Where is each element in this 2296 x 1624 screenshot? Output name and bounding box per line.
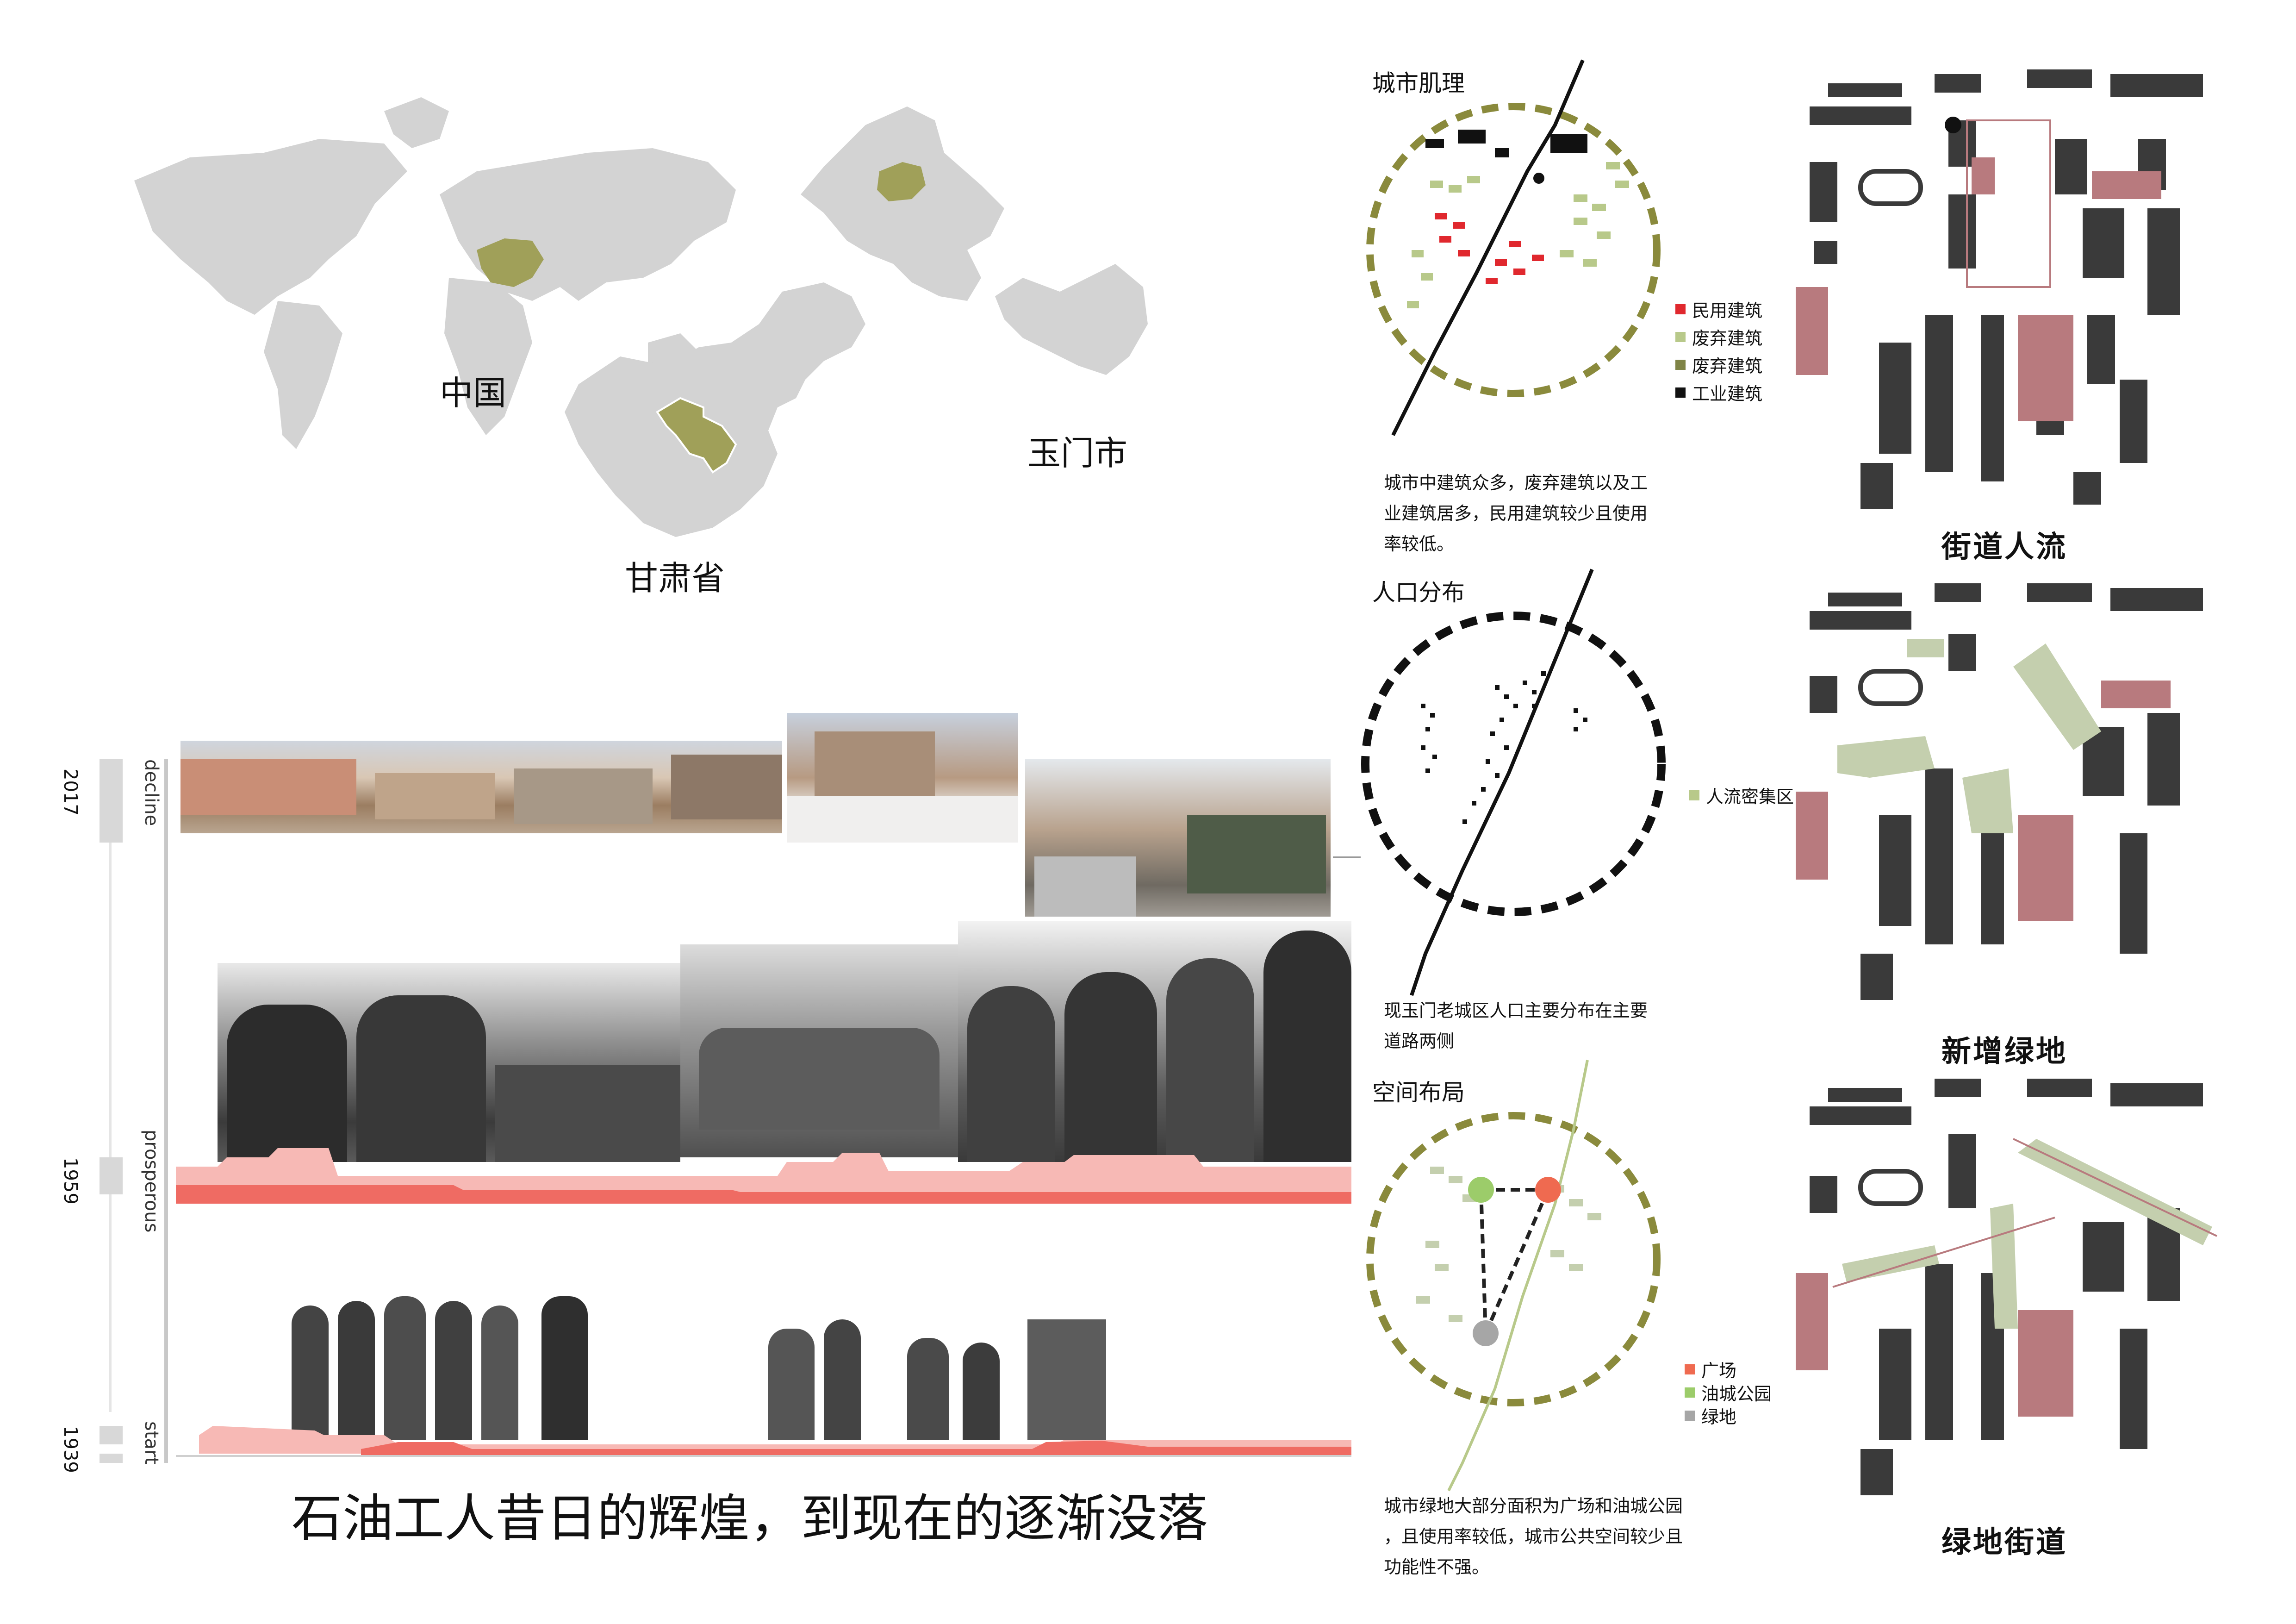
title-spatial-layout: 空间布局: [1372, 1079, 1465, 1106]
photo-prosperous-workers-seated: [680, 944, 958, 1157]
desc-line: 率较低。: [1384, 534, 1455, 554]
desc-line: 现玉门老城区人口主要分布在主要: [1384, 1000, 1648, 1021]
legend-swatch: [1685, 1364, 1695, 1374]
legend-label: 废弃建筑: [1692, 328, 1763, 349]
legend-label: 工业建筑: [1692, 384, 1763, 404]
title-urban-texture: 城市肌理: [1372, 70, 1465, 97]
year-1959: 1959: [60, 1157, 81, 1205]
street-map-pedestrian-flow: [1796, 69, 2203, 509]
phase-prosperous: prosperous: [141, 1130, 162, 1233]
legend-swatch: [1675, 359, 1686, 370]
desc-line: 城市中建筑众多，废弃建筑以及工: [1384, 473, 1648, 493]
photo-decline-alley: [1025, 759, 1331, 917]
photo-decline-street: [180, 741, 782, 833]
legend-swatch: [1675, 387, 1686, 398]
desc-spatial-layout: 城市绿地大部分面积为广场和油城公园 ，且使用率较低，城市公共空间较少且 功能性不…: [1384, 1491, 1683, 1582]
legend-label: 民用建筑: [1692, 300, 1763, 321]
legend-swatch: [1689, 790, 1699, 800]
legend-swatch: [1685, 1387, 1695, 1398]
spatial-layout-diagram: [1366, 1060, 1661, 1492]
legend-swatch: [1685, 1410, 1695, 1421]
desc-population: 现玉门老城区人口主要分布在主要 道路两侧: [1384, 995, 1648, 1056]
china-highlight: [477, 238, 544, 287]
desc-line: ，且使用率较低，城市公共空间较少且: [1384, 1526, 1683, 1547]
world-map: [134, 97, 1148, 537]
year-2017: 2017: [60, 768, 81, 816]
label-gansu: 甘肃省: [625, 559, 725, 598]
legend-label: 油城公园: [1701, 1384, 1772, 1404]
photo-start-marching-workers: [273, 1287, 606, 1444]
population-diagram: [1361, 568, 1666, 996]
phase-start: start: [141, 1421, 162, 1465]
legend-label: 广场: [1701, 1361, 1737, 1381]
urban-texture-diagram: [1366, 59, 1661, 436]
label-china: 中国: [440, 374, 507, 412]
street-title-pedestrian-flow: 街道人流: [1941, 530, 2067, 564]
desc-line: 功能性不强。: [1384, 1557, 1490, 1577]
street-map-green-street: [1796, 1079, 2217, 1495]
photo-decline-apartments: [787, 713, 1018, 843]
timeline-bands: [176, 1148, 1351, 1457]
phase-decline: decline: [141, 759, 162, 826]
legend-label: 人流密集区: [1706, 787, 1794, 807]
label-yumen: 玉门市: [1027, 434, 1128, 473]
street-title-new-green-space: 新增绿地: [1941, 1035, 2067, 1069]
year-1939: 1939: [60, 1426, 81, 1473]
legend-swatch: [1675, 304, 1686, 314]
legend-swatch: [1675, 331, 1686, 342]
street-map-new-green-space: [1796, 583, 2203, 1000]
desc-line: 道路两侧: [1384, 1031, 1455, 1051]
desc-urban-texture: 城市中建筑众多，废弃建筑以及工 业建筑居多，民用建筑较少且使用 率较低。: [1384, 468, 1648, 559]
desc-line: 城市绿地大部分面积为广场和油城公园: [1384, 1496, 1683, 1516]
photo-start-surveyors: [759, 1310, 1111, 1444]
desc-line: 业建筑居多，民用建筑较少且使用: [1384, 503, 1648, 524]
photo-prosperous-workers-cheering: [218, 963, 680, 1162]
legend-label: 绿地: [1701, 1407, 1737, 1427]
photo-prosperous-workers-smiling: [958, 921, 1351, 1162]
legend-label: 废弃建筑: [1692, 356, 1763, 376]
street-title-green-street: 绿地街道: [1941, 1525, 2067, 1560]
timeline-caption: 石油工人昔日的辉煌，到现在的逐渐没落: [292, 1489, 1208, 1548]
title-population: 人口分布: [1372, 579, 1465, 606]
